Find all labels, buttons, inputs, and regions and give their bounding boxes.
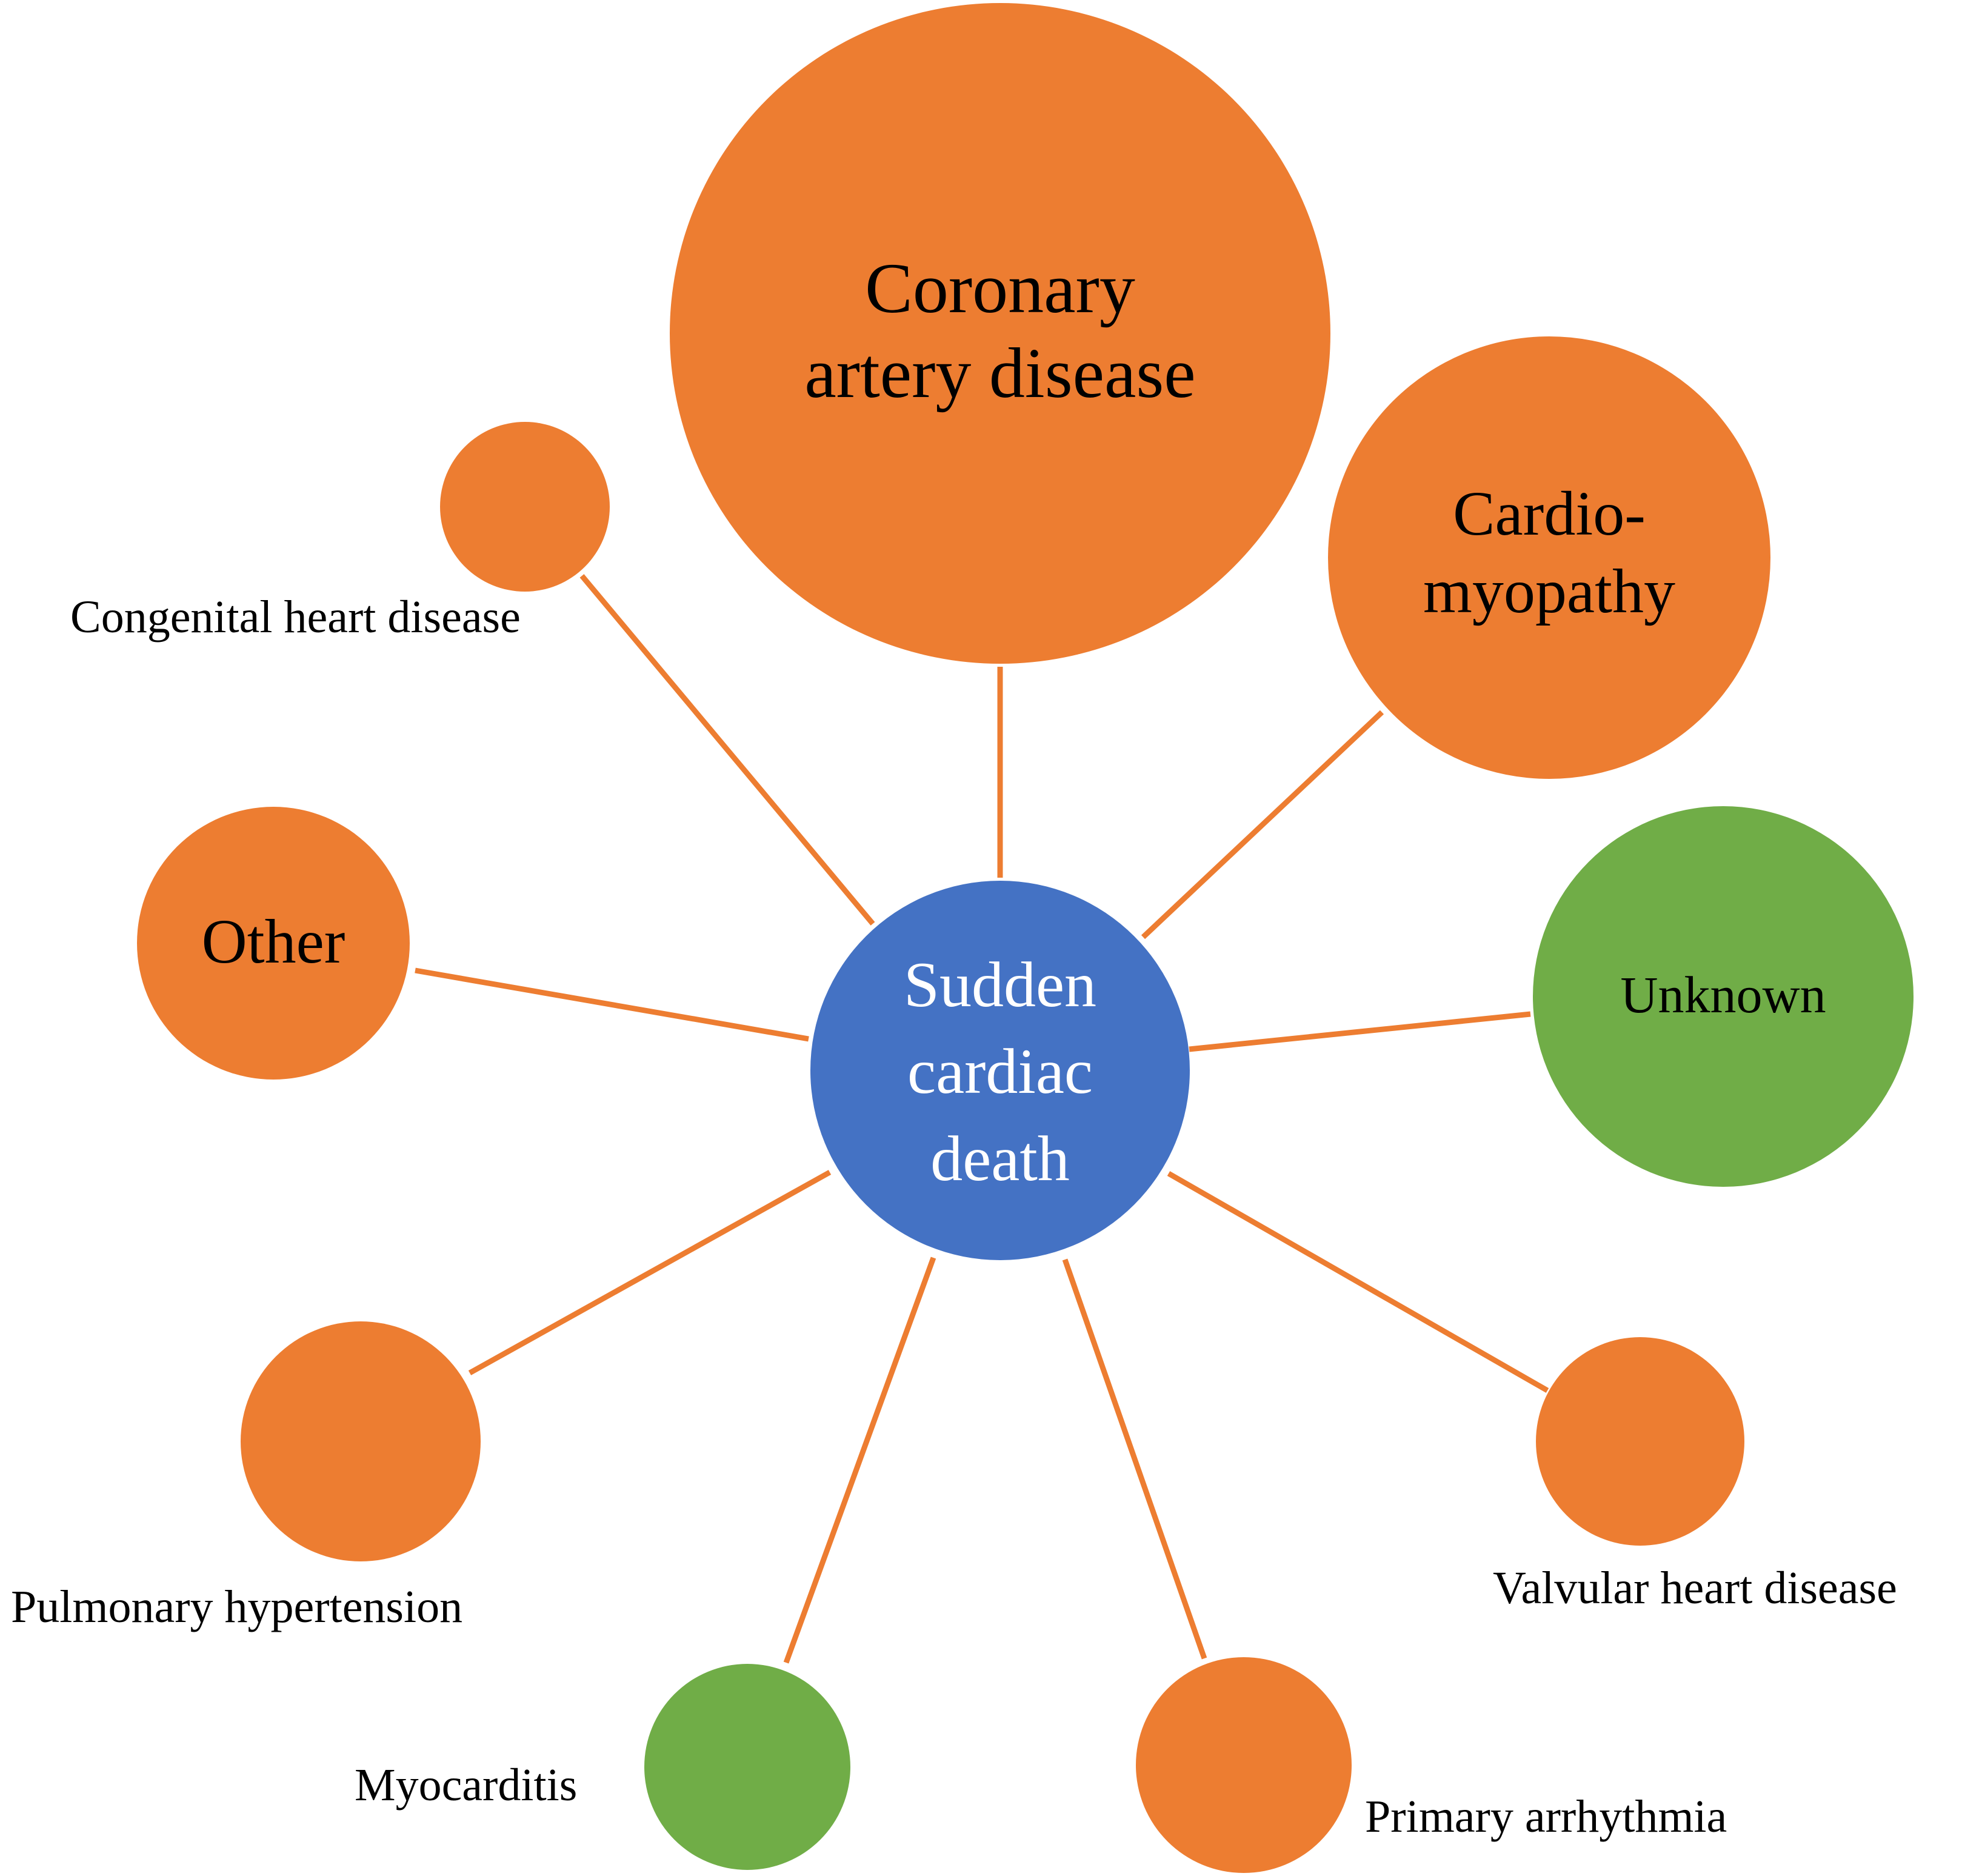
- connector-cardiomyopathy: [1141, 710, 1384, 940]
- center-label-line2: cardiac: [907, 1036, 1093, 1107]
- connector-congenital: [579, 574, 875, 926]
- coronary-label-line2: artery disease: [804, 333, 1195, 413]
- myocarditis-label: Myocarditis: [355, 1760, 577, 1811]
- cardiomyopathy-label-line1: Cardio-: [1453, 479, 1646, 549]
- connector-pulmonary: [468, 1170, 832, 1375]
- arrhythmia-label: Primary arrhythmia: [1365, 1791, 1727, 1842]
- coronary-label-line1: Coronary: [865, 249, 1135, 328]
- myocarditis-circle: [644, 1664, 850, 1870]
- unknown-label: Unknown: [1620, 966, 1826, 1024]
- arrhythmia-circle: [1136, 1657, 1352, 1873]
- connector-valvular: [1167, 1171, 1549, 1393]
- valvular-circle: [1536, 1337, 1744, 1546]
- node-valvular-heart-disease: Valvular heart disease: [1493, 1337, 1897, 1614]
- unknown-circle: [1533, 806, 1914, 1187]
- connector-unknown: [1189, 1011, 1531, 1052]
- node-other: Other: [137, 807, 410, 1080]
- connector-arrhythmia: [1062, 1258, 1207, 1660]
- other-circle: [137, 807, 410, 1080]
- node-myocarditis: Myocarditis: [355, 1664, 850, 1870]
- cardiomyopathy-label-line2: myopathy: [1423, 556, 1675, 626]
- node-pulmonary-hypertension: Pulmonary hypertension: [11, 1321, 481, 1632]
- pulmonary-circle: [241, 1321, 481, 1561]
- center-circle: [810, 881, 1190, 1260]
- congenital-circle: [440, 422, 610, 592]
- connector-myocarditis: [783, 1257, 936, 1664]
- node-congenital-heart-disease: Congenital heart disease: [70, 422, 610, 643]
- pulmonary-label: Pulmonary hypertension: [11, 1581, 462, 1632]
- cardiomyopathy-circle: [1328, 336, 1770, 779]
- coronary-circle: [670, 3, 1330, 664]
- node-sudden-cardiac-death: Sudden cardiac death: [810, 881, 1190, 1260]
- center-label-line3: death: [930, 1123, 1070, 1194]
- connector-other: [415, 967, 809, 1042]
- valvular-label: Valvular heart disease: [1493, 1563, 1897, 1614]
- congenital-label: Congenital heart disease: [70, 592, 521, 643]
- center-label-line1: Sudden: [904, 949, 1096, 1020]
- node-unknown: Unknown: [1533, 806, 1914, 1187]
- connectors: [415, 574, 1549, 1664]
- other-label: Other: [202, 907, 345, 976]
- node-primary-arrhythmia: Primary arrhythmia: [1136, 1657, 1727, 1873]
- node-cardiomyopathy: Cardio- myopathy: [1328, 336, 1770, 779]
- node-coronary-artery-disease: Coronary artery disease: [670, 3, 1330, 664]
